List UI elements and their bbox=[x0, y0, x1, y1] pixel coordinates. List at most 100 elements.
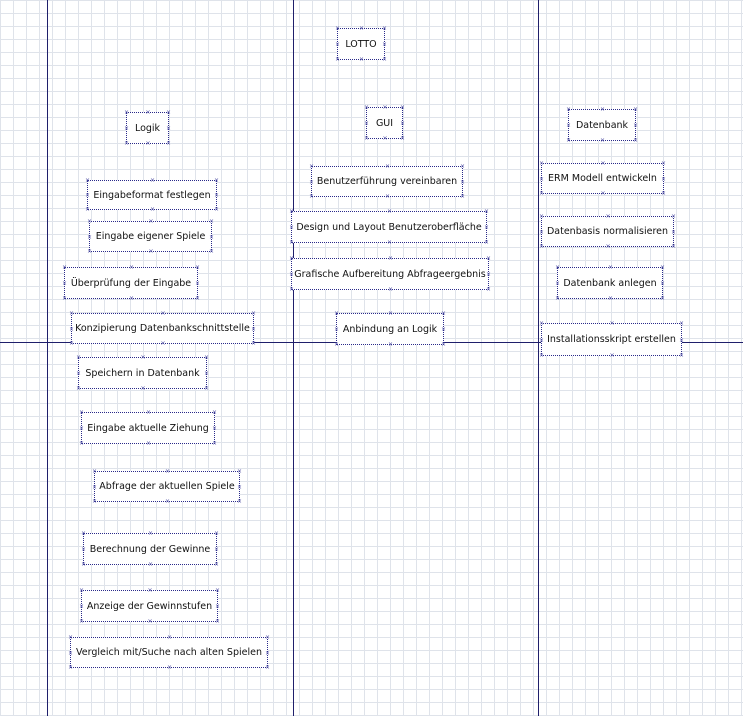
resize-handle-icon[interactable] bbox=[79, 604, 84, 609]
resize-handle-icon[interactable] bbox=[69, 327, 74, 332]
resize-handle-icon[interactable] bbox=[364, 136, 369, 141]
resize-handle-icon[interactable] bbox=[69, 341, 74, 346]
resize-handle-icon[interactable] bbox=[555, 281, 560, 286]
task-node[interactable]: Überprüfung der Eingabe bbox=[64, 267, 198, 299]
resize-handle-icon[interactable] bbox=[150, 178, 155, 183]
resize-handle-icon[interactable] bbox=[81, 531, 86, 536]
resize-handle-icon[interactable] bbox=[671, 214, 676, 219]
resize-handle-icon[interactable] bbox=[334, 342, 339, 347]
header-datenbank[interactable]: Datenbank bbox=[568, 109, 636, 141]
resize-handle-icon[interactable] bbox=[85, 207, 90, 212]
resize-handle-icon[interactable] bbox=[209, 249, 214, 254]
resize-handle-icon[interactable] bbox=[214, 547, 219, 552]
resize-handle-icon[interactable] bbox=[484, 240, 489, 245]
resize-handle-icon[interactable] bbox=[606, 214, 611, 219]
resize-handle-icon[interactable] bbox=[383, 105, 388, 110]
resize-handle-icon[interactable] bbox=[195, 265, 200, 270]
resize-handle-icon[interactable] bbox=[382, 26, 387, 31]
resize-handle-icon[interactable] bbox=[660, 265, 665, 270]
resize-handle-icon[interactable] bbox=[81, 547, 86, 552]
resize-handle-icon[interactable] bbox=[400, 105, 405, 110]
resize-handle-icon[interactable] bbox=[167, 635, 172, 640]
resize-handle-icon[interactable] bbox=[79, 588, 84, 593]
task-node[interactable]: Eingabe eigener Spiele bbox=[89, 221, 212, 252]
task-node[interactable]: Anbindung an Logik bbox=[336, 313, 444, 345]
resize-handle-icon[interactable] bbox=[87, 235, 92, 240]
resize-handle-icon[interactable] bbox=[237, 469, 242, 474]
resize-handle-icon[interactable] bbox=[486, 287, 491, 292]
resize-handle-icon[interactable] bbox=[539, 321, 544, 326]
resize-handle-icon[interactable] bbox=[359, 26, 364, 31]
resize-handle-icon[interactable] bbox=[204, 355, 209, 360]
resize-handle-icon[interactable] bbox=[364, 121, 369, 126]
header-logik[interactable]: Logik bbox=[126, 112, 169, 144]
resize-handle-icon[interactable] bbox=[608, 265, 613, 270]
resize-handle-icon[interactable] bbox=[385, 164, 390, 169]
resize-handle-icon[interactable] bbox=[148, 619, 153, 624]
resize-handle-icon[interactable] bbox=[400, 136, 405, 141]
resize-handle-icon[interactable] bbox=[600, 138, 605, 143]
resize-handle-icon[interactable] bbox=[212, 426, 217, 431]
resize-handle-icon[interactable] bbox=[661, 177, 666, 182]
resize-handle-icon[interactable] bbox=[85, 193, 90, 198]
resize-handle-icon[interactable] bbox=[334, 311, 339, 316]
resize-handle-icon[interactable] bbox=[81, 562, 86, 567]
resize-handle-icon[interactable] bbox=[214, 207, 219, 212]
resize-handle-icon[interactable] bbox=[387, 209, 392, 214]
resize-handle-icon[interactable] bbox=[85, 178, 90, 183]
task-node[interactable]: ERM Modell entwickeln bbox=[541, 163, 664, 194]
resize-handle-icon[interactable] bbox=[215, 604, 220, 609]
resize-handle-icon[interactable] bbox=[251, 341, 256, 346]
resize-handle-icon[interactable] bbox=[661, 191, 666, 196]
resize-handle-icon[interactable] bbox=[237, 499, 242, 504]
resize-handle-icon[interactable] bbox=[146, 110, 151, 115]
resize-handle-icon[interactable] bbox=[671, 244, 676, 249]
resize-handle-icon[interactable] bbox=[679, 321, 684, 326]
resize-handle-icon[interactable] bbox=[124, 110, 129, 115]
resize-handle-icon[interactable] bbox=[566, 123, 571, 128]
resize-handle-icon[interactable] bbox=[679, 338, 684, 343]
resize-handle-icon[interactable] bbox=[214, 531, 219, 536]
resize-handle-icon[interactable] bbox=[382, 57, 387, 62]
resize-handle-icon[interactable] bbox=[237, 485, 242, 490]
resize-handle-icon[interactable] bbox=[660, 296, 665, 301]
resize-handle-icon[interactable] bbox=[76, 355, 81, 360]
resize-handle-icon[interactable] bbox=[671, 230, 676, 235]
resize-handle-icon[interactable] bbox=[387, 240, 392, 245]
resize-handle-icon[interactable] bbox=[388, 311, 393, 316]
resize-handle-icon[interactable] bbox=[385, 194, 390, 199]
resize-handle-icon[interactable] bbox=[359, 57, 364, 62]
resize-handle-icon[interactable] bbox=[62, 296, 67, 301]
resize-handle-icon[interactable] bbox=[555, 296, 560, 301]
resize-handle-icon[interactable] bbox=[289, 240, 294, 245]
resize-handle-icon[interactable] bbox=[289, 225, 294, 230]
resize-handle-icon[interactable] bbox=[251, 311, 256, 316]
resize-handle-icon[interactable] bbox=[209, 235, 214, 240]
resize-handle-icon[interactable] bbox=[149, 219, 154, 224]
resize-handle-icon[interactable] bbox=[539, 161, 544, 166]
task-node[interactable]: Abfrage der aktuellen Spiele bbox=[94, 471, 240, 502]
resize-handle-icon[interactable] bbox=[204, 386, 209, 391]
resize-handle-icon[interactable] bbox=[87, 219, 92, 224]
resize-handle-icon[interactable] bbox=[265, 635, 270, 640]
resize-handle-icon[interactable] bbox=[129, 296, 134, 301]
resize-handle-icon[interactable] bbox=[364, 105, 369, 110]
resize-handle-icon[interactable] bbox=[214, 178, 219, 183]
header-gui[interactable]: GUI bbox=[366, 107, 403, 139]
resize-handle-icon[interactable] bbox=[265, 651, 270, 656]
resize-handle-icon[interactable] bbox=[601, 191, 606, 196]
resize-handle-icon[interactable] bbox=[566, 138, 571, 143]
resize-handle-icon[interactable] bbox=[166, 141, 171, 146]
resize-handle-icon[interactable] bbox=[382, 42, 387, 47]
resize-handle-icon[interactable] bbox=[215, 588, 220, 593]
resize-handle-icon[interactable] bbox=[388, 287, 393, 292]
resize-handle-icon[interactable] bbox=[148, 531, 153, 536]
resize-handle-icon[interactable] bbox=[309, 180, 314, 185]
resize-handle-icon[interactable] bbox=[209, 219, 214, 224]
resize-handle-icon[interactable] bbox=[335, 42, 340, 47]
resize-handle-icon[interactable] bbox=[129, 265, 134, 270]
resize-handle-icon[interactable] bbox=[195, 296, 200, 301]
resize-handle-icon[interactable] bbox=[195, 281, 200, 286]
resize-handle-icon[interactable] bbox=[600, 107, 605, 112]
task-node[interactable]: Installationsskript erstellen bbox=[541, 323, 682, 356]
